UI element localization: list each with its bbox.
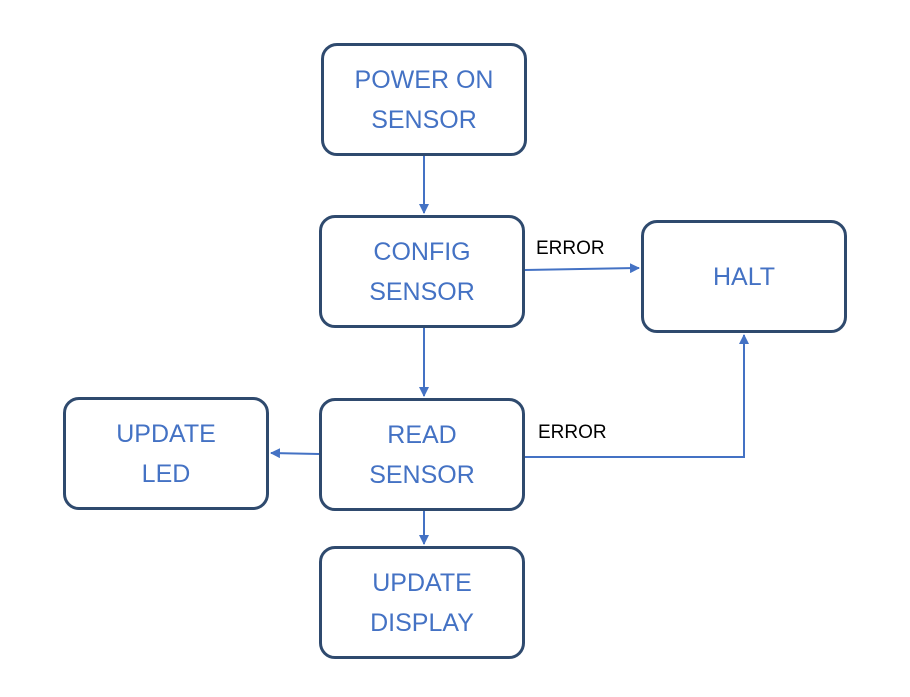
arrow-read-to-halt [525, 334, 749, 458]
edge-label-read-error: ERROR [538, 422, 607, 443]
node-label-line: DISPLAY [370, 608, 474, 637]
edge-label-config-error: ERROR [536, 238, 605, 259]
node-update-led: UPDATE LED [63, 397, 269, 510]
node-label-line: POWER ON [354, 65, 494, 94]
node-label-line: UPDATE [372, 568, 472, 597]
node-label-line: SENSOR [369, 277, 475, 306]
node-label-line: SENSOR [369, 460, 475, 489]
node-label-line: HALT [712, 262, 776, 291]
node-label-line: LED [141, 459, 191, 488]
node-update-display: UPDATE DISPLAY [319, 546, 525, 659]
arrow-read-to-led [270, 448, 320, 459]
node-config-sensor: CONFIG SENSOR [319, 215, 525, 328]
node-label-line: SENSOR [371, 105, 477, 134]
node-label-line: CONFIG [373, 237, 471, 266]
node-label-line: UPDATE [116, 419, 216, 448]
node-power-on-sensor: POWER ON SENSOR [321, 43, 527, 156]
node-label-line: READ [387, 420, 457, 449]
node-read-sensor: READ SENSOR [319, 398, 525, 511]
node-halt: HALT [641, 220, 847, 333]
arrow-config-to-halt [524, 263, 640, 274]
